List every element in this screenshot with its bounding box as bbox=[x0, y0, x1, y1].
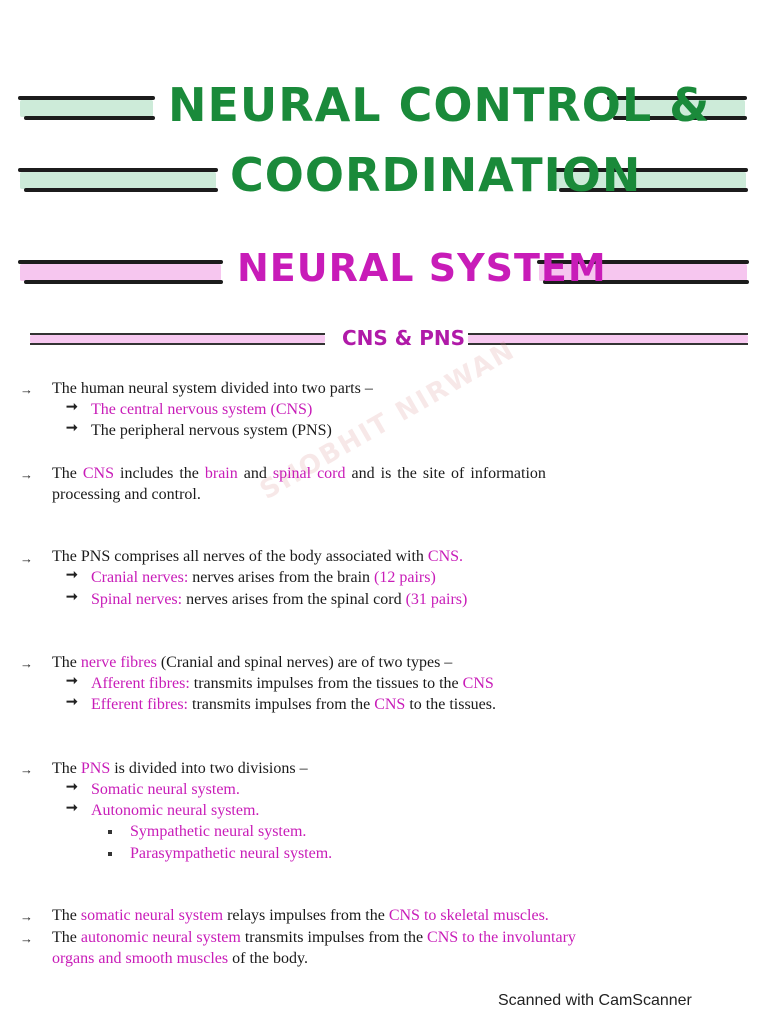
bullet-6-text: The somatic neural system relays impulse… bbox=[52, 907, 549, 924]
bullet-arrow: → bbox=[20, 656, 33, 671]
sub-arrow: ➞ bbox=[66, 695, 78, 710]
bullet-3-text: The PNS comprises all nerves of the body… bbox=[52, 548, 464, 565]
sub-arrow: ➞ bbox=[66, 568, 78, 583]
bullet-arrow: → bbox=[20, 551, 33, 566]
bullet-2-line-1: The CNS includes the brain and spinal co… bbox=[52, 465, 546, 482]
subtitle: Neural System bbox=[237, 246, 607, 290]
scanner-footer: Scanned with CamScanner bbox=[498, 992, 692, 1009]
sub-arrow: ➞ bbox=[66, 801, 78, 816]
title-bar-left-1 bbox=[18, 96, 155, 120]
bullet-5-sub-2: Autonomic neural system. bbox=[91, 802, 260, 819]
bullet-7-line-1: The autonomic neural system transmits im… bbox=[52, 929, 576, 946]
bullet-5-text: The PNS is divided into two divisions – bbox=[52, 760, 308, 777]
section-label: CNS & PNS bbox=[342, 326, 465, 350]
title-bar-left-2 bbox=[18, 168, 218, 192]
bullet-arrow: → bbox=[20, 467, 33, 482]
bullet-1-text: The human neural system divided into two… bbox=[52, 380, 373, 397]
title-line-2: Coordination bbox=[230, 148, 642, 202]
bullet-arrow: → bbox=[20, 382, 33, 397]
sub-arrow: ➞ bbox=[66, 421, 78, 436]
title-bar-right-2 bbox=[553, 168, 748, 192]
bullet-3-sub-2: Spinal nerves: nerves arises from the sp… bbox=[91, 591, 468, 608]
subtitle-bar-right bbox=[537, 260, 749, 284]
sub-arrow: ➞ bbox=[66, 590, 78, 605]
bullet-2-line-2: processing and control. bbox=[52, 486, 201, 503]
title-bar-right-1 bbox=[607, 96, 747, 120]
bullet-1-sub-1: The central nervous system (CNS) bbox=[91, 401, 313, 418]
bullet-arrow: → bbox=[20, 909, 33, 924]
bullet-arrow: → bbox=[20, 762, 33, 777]
sub-arrow: ➞ bbox=[66, 400, 78, 415]
subtitle-bar-left bbox=[18, 260, 223, 284]
square-bullet bbox=[108, 830, 112, 834]
sub-arrow: ➞ bbox=[66, 780, 78, 795]
bullet-5-subsub-1: Sympathetic neural system. bbox=[130, 823, 307, 840]
bullet-7-line-2: organs and smooth muscles of the body. bbox=[52, 950, 308, 967]
bullet-4-sub-2: Efferent fibres: transmits impulses from… bbox=[91, 696, 496, 713]
bullet-3-sub-1: Cranial nerves: nerves arises from the b… bbox=[91, 569, 436, 586]
bullet-4-sub-1: Afferent fibres: transmits impulses from… bbox=[91, 675, 494, 692]
bullet-arrow: → bbox=[20, 931, 33, 946]
bullet-5-sub-1: Somatic neural system. bbox=[91, 781, 240, 798]
bullet-5-subsub-2: Parasympathetic neural system. bbox=[130, 845, 333, 862]
section-bar-left bbox=[30, 332, 325, 346]
bullet-4-text: The nerve fibres (Cranial and spinal ner… bbox=[52, 654, 453, 671]
sub-arrow: ➞ bbox=[66, 674, 78, 689]
title-line-1: Neural Control & bbox=[168, 78, 711, 132]
square-bullet bbox=[108, 852, 112, 856]
bullet-1-sub-2: The peripheral nervous system (PNS) bbox=[91, 422, 332, 439]
section-bar-right bbox=[468, 332, 748, 346]
